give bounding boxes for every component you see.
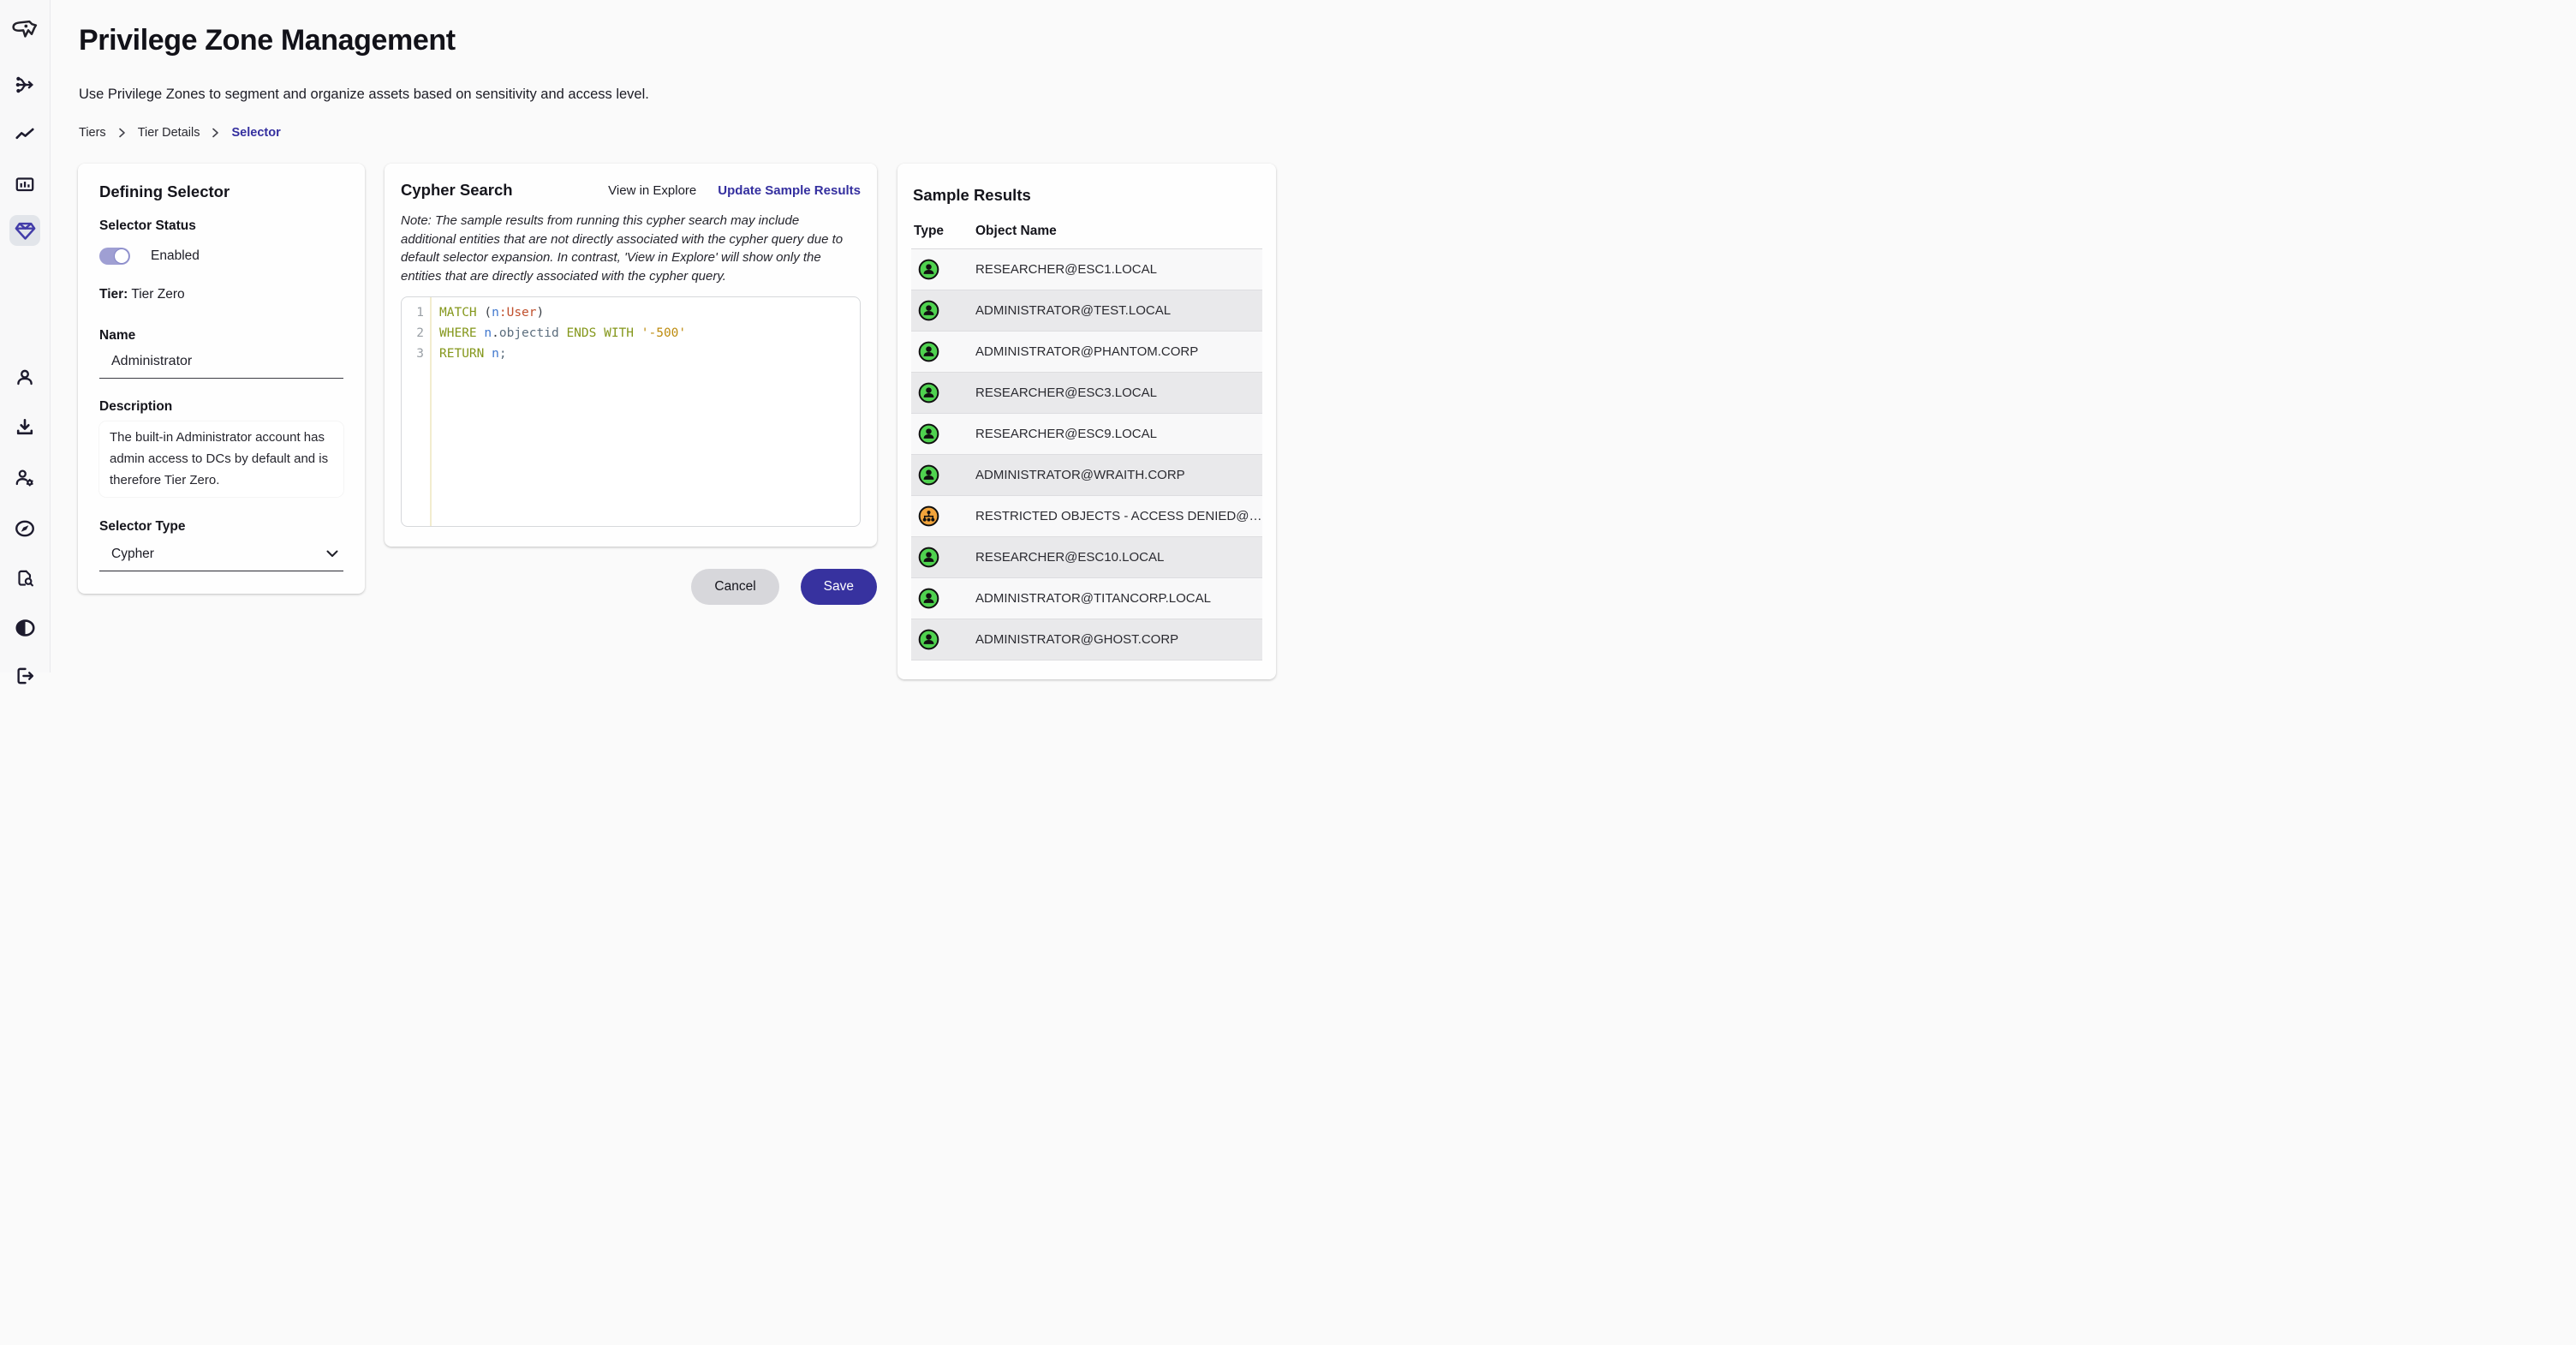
table-row[interactable]: RESTRICTED OBJECTS - ACCESS DENIED@… <box>911 496 1262 537</box>
update-sample-results-button[interactable]: Update Sample Results <box>718 182 861 198</box>
bloodhound-logo[interactable] <box>9 14 40 45</box>
name-label: Name <box>99 328 136 343</box>
table-row[interactable]: RESEARCHER@ESC10.LOCAL <box>911 537 1262 578</box>
save-button[interactable]: Save <box>800 569 877 605</box>
tier-line: Tier: Tier Zero <box>99 287 343 302</box>
line-number: 1 <box>416 306 424 320</box>
selector-type-select[interactable]: Cypher <box>99 538 343 571</box>
column-header-object-name: Object Name <box>975 224 1057 238</box>
breadcrumb-item-tier-details[interactable]: Tier Details <box>137 126 200 140</box>
form-actions: Cancel Save <box>385 569 877 605</box>
user-icon <box>918 382 939 404</box>
user-icon <box>918 341 939 362</box>
chevron-down-icon <box>326 547 338 562</box>
selector-type-value: Cypher <box>111 547 154 561</box>
object-name: RESEARCHER@ESC1.LOCAL <box>975 262 1157 277</box>
defining-selector-panel: Defining Selector Selector Status Enable… <box>78 164 365 594</box>
privilege-zones-icon[interactable] <box>9 215 40 246</box>
breadcrumb-item-tiers[interactable]: Tiers <box>79 126 106 140</box>
breadcrumb-separator-icon <box>212 128 219 138</box>
compass-icon[interactable] <box>9 513 40 544</box>
editor-code[interactable]: MATCH (n:User) WHERE n.objectid ENDS WITH… <box>432 297 860 526</box>
user-icon <box>918 464 939 486</box>
user-icon <box>918 629 939 650</box>
description-label: Description <box>99 399 173 414</box>
code-line: WHERE n.objectid ENDS WITH '-500' <box>439 326 687 340</box>
tier-label: Tier: <box>99 287 128 302</box>
selector-status-label: Selector Status <box>99 218 196 233</box>
table-header: Type Object Name <box>911 224 1262 249</box>
reports-icon[interactable] <box>9 169 40 200</box>
table-row[interactable]: ADMINISTRATOR@WRAITH.CORP <box>911 455 1262 496</box>
defining-selector-title: Defining Selector <box>99 182 230 200</box>
page-subtitle: Use Privilege Zones to segment and organ… <box>79 87 649 102</box>
object-name: RESEARCHER@ESC3.LOCAL <box>975 386 1157 400</box>
cancel-button[interactable]: Cancel <box>691 569 779 605</box>
table-row[interactable]: RESEARCHER@ESC1.LOCAL <box>911 249 1262 290</box>
object-name: RESEARCHER@ESC9.LOCAL <box>975 427 1157 441</box>
sample-results-title: Sample Results <box>913 186 1031 204</box>
breadcrumb: Tiers Tier Details Selector <box>79 126 281 140</box>
toggle-knob <box>114 248 129 264</box>
user-icon <box>918 547 939 568</box>
table-row[interactable]: ADMINISTRATOR@GHOST.CORP <box>911 619 1262 661</box>
object-name: RESTRICTED OBJECTS - ACCESS DENIED@… <box>975 509 1262 523</box>
pathfinding-icon[interactable] <box>9 69 40 100</box>
user-icon <box>918 300 939 321</box>
code-line: MATCH (n:User) <box>439 306 545 320</box>
object-name: RESEARCHER@ESC10.LOCAL <box>975 550 1165 565</box>
trend-chart-icon[interactable] <box>9 119 40 150</box>
object-name: ADMINISTRATOR@GHOST.CORP <box>975 632 1179 647</box>
user-icon <box>918 588 939 609</box>
editor-gutter: 1 2 3 <box>402 297 432 526</box>
restricted-objects-icon <box>918 505 939 527</box>
cypher-search-panel: Cypher Search View in Explore Update Sam… <box>385 164 877 547</box>
table-row[interactable]: RESEARCHER@ESC9.LOCAL <box>911 414 1262 455</box>
name-input[interactable] <box>99 350 343 379</box>
page-title: Privilege Zone Management <box>79 24 456 57</box>
view-in-explore-button[interactable]: View in Explore <box>608 182 697 198</box>
profile-icon[interactable] <box>9 362 40 393</box>
results-table: RESEARCHER@ESC1.LOCAL ADMINISTRATOR@TEST.… <box>911 249 1262 661</box>
code-line: RETURN n; <box>439 347 507 361</box>
selector-status-value: Enabled <box>151 248 200 263</box>
user-icon <box>918 259 939 280</box>
description-textarea[interactable]: The built-in Administrator account has a… <box>99 421 343 497</box>
contrast-icon[interactable] <box>9 613 40 643</box>
document-search-icon[interactable] <box>9 563 40 594</box>
download-icon[interactable] <box>9 412 40 443</box>
object-name: ADMINISTRATOR@PHANTOM.CORP <box>975 344 1199 359</box>
cypher-editor[interactable]: 1 2 3 MATCH (n:User) WHERE n.objectid ENDS … <box>401 296 861 527</box>
table-row[interactable]: RESEARCHER@ESC3.LOCAL <box>911 373 1262 414</box>
line-number: 2 <box>416 326 424 340</box>
table-row[interactable]: ADMINISTRATOR@PHANTOM.CORP <box>911 332 1262 373</box>
object-name: ADMINISTRATOR@TEST.LOCAL <box>975 303 1172 318</box>
table-row[interactable]: ADMINISTRATOR@TEST.LOCAL <box>911 290 1262 332</box>
logout-icon[interactable] <box>9 661 40 691</box>
breadcrumb-separator-icon <box>118 128 126 138</box>
line-number: 3 <box>416 347 424 361</box>
selector-status-toggle[interactable] <box>99 248 130 265</box>
column-header-type: Type <box>914 224 945 238</box>
sample-results-panel: Sample Results Type Object Name RESEARCH… <box>897 164 1276 679</box>
cypher-search-title: Cypher Search <box>401 181 513 199</box>
user-admin-icon[interactable] <box>9 463 40 493</box>
object-name: ADMINISTRATOR@WRAITH.CORP <box>975 468 1185 482</box>
user-icon <box>918 423 939 445</box>
cypher-note: Note: The sample results from running th… <box>401 213 844 284</box>
breadcrumb-item-selector: Selector <box>231 126 281 140</box>
sidebar <box>0 0 51 684</box>
object-name: ADMINISTRATOR@TITANCORP.LOCAL <box>975 591 1211 606</box>
table-row[interactable]: ADMINISTRATOR@TITANCORP.LOCAL <box>911 578 1262 619</box>
selector-type-label: Selector Type <box>99 519 186 534</box>
tier-value: Tier Zero <box>131 287 185 302</box>
